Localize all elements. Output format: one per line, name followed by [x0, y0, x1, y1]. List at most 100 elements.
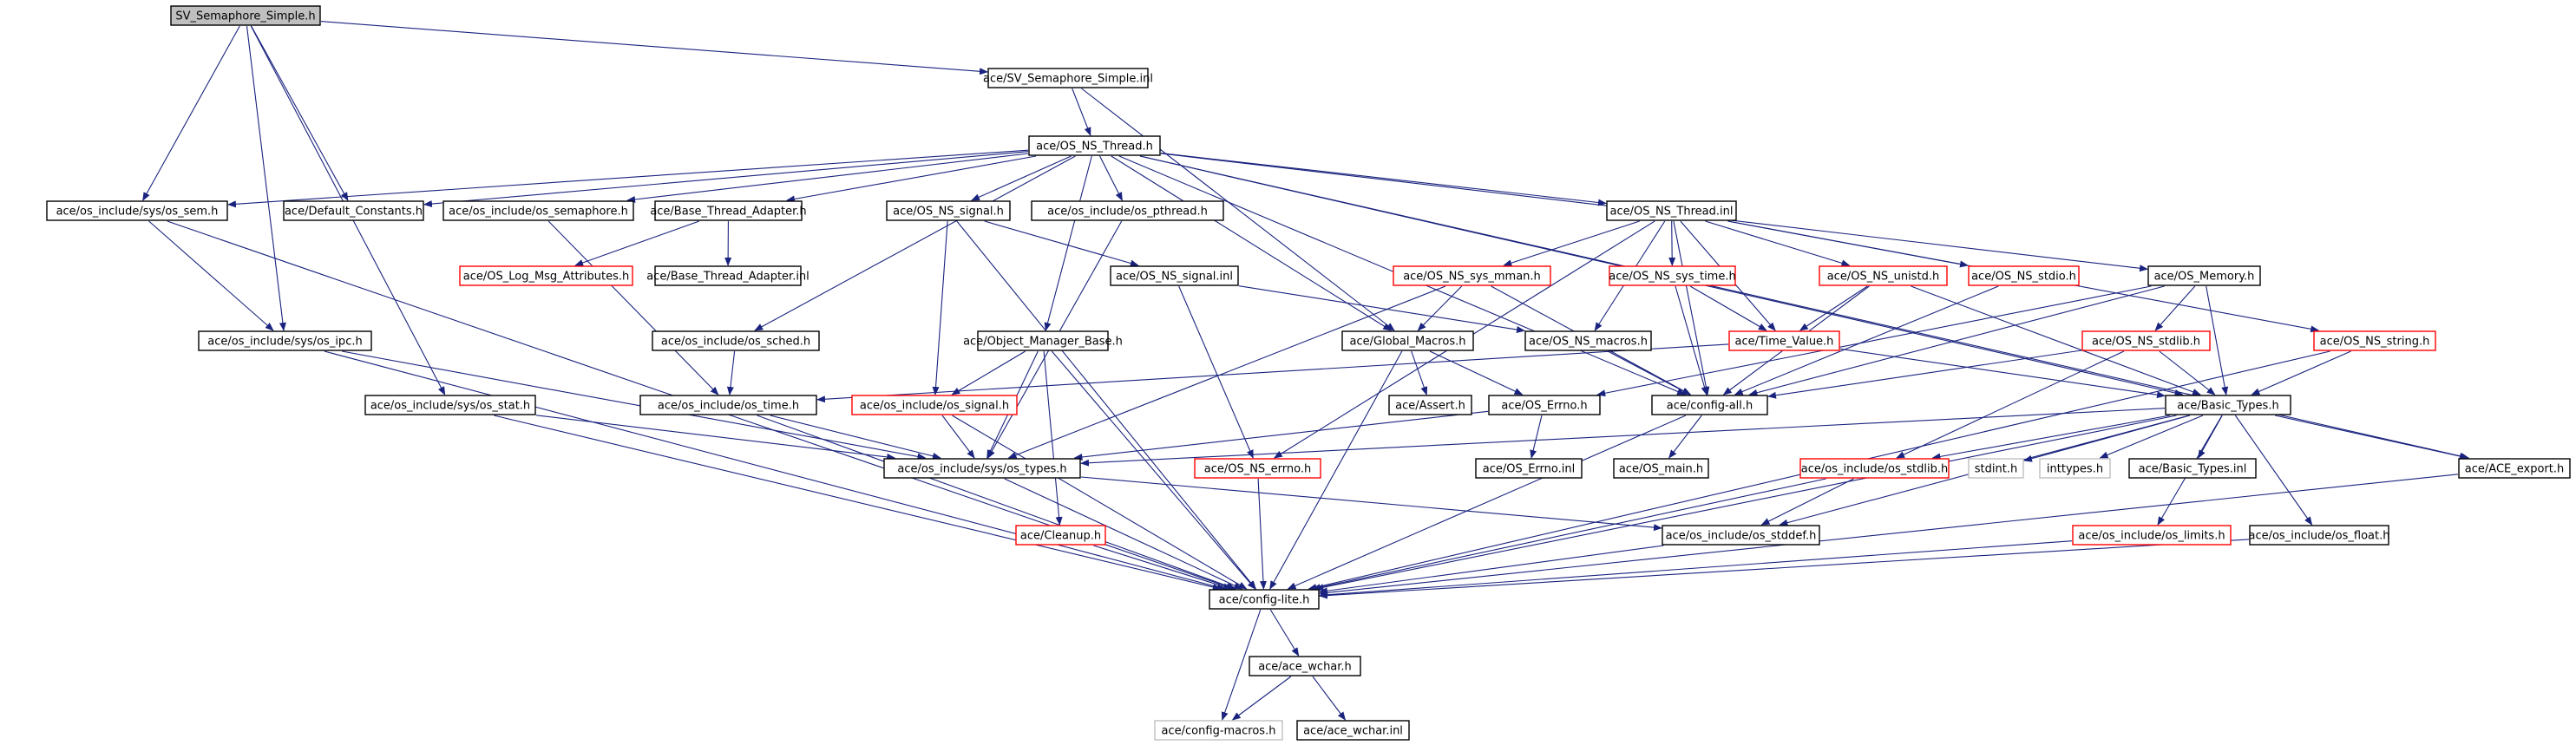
edge-nsstdlib-to-basictypes: [2159, 350, 2216, 395]
node-label-threadinl: ace/OS_NS_Thread.inl: [1609, 206, 1733, 219]
edge-thread-to-sched: [754, 155, 1076, 331]
node-configmacros[interactable]: ace/config-macros.h: [1154, 720, 1283, 741]
node-box-basictypes: [2165, 395, 2291, 415]
node-osmemory[interactable]: ace/OS_Memory.h: [2147, 265, 2261, 286]
node-label-configmacros: ace/config-macros.h: [1162, 725, 1276, 738]
edge-sysstat-to-configlite: [494, 415, 1222, 591]
node-sysmman[interactable]: ace/OS_NS_sys_mman.h: [1393, 265, 1551, 286]
node-basictypes[interactable]: ace/Basic_Types.h: [2165, 395, 2291, 415]
node-label-osstdlib: ace/os_include/os_stdlib.h: [1801, 463, 1948, 476]
node-label-ostime: ace/os_include/os_time.h: [658, 400, 799, 413]
node-root[interactable]: SV_Semaphore_Simple.h: [170, 5, 321, 26]
node-stddef[interactable]: ace/os_include/os_stddef.h: [1662, 525, 1820, 546]
edge-systypes-to-stddef: [1080, 476, 1662, 532]
node-systime[interactable]: ace/OS_NS_sys_time.h: [1609, 265, 1736, 286]
node-wcharinl[interactable]: ace/ace_wchar.inl: [1296, 720, 1410, 741]
node-box-ssinl: [987, 68, 1149, 88]
edge-threadinl-to-systime: [1668, 220, 1676, 266]
node-configall[interactable]: ace/config-all.h: [1651, 395, 1768, 415]
node-cleanup[interactable]: ace/Cleanup.h: [1015, 525, 1106, 546]
edge-threadinl-to-unistd: [1705, 220, 1851, 267]
edge-osmemory-to-oserrno: [1596, 285, 2152, 397]
edge-thread-to-nssignal: [971, 155, 1072, 201]
edge-osstdlib-to-configlite: [1311, 478, 1826, 591]
node-label-thread: ace/OS_NS_Thread.h: [1036, 141, 1153, 154]
edge-ossignal-to-systypes: [941, 415, 975, 459]
node-omb[interactable]: ace/Object_Manager_Base.h: [963, 330, 1123, 351]
node-ipc[interactable]: ace/os_include/sys/os_ipc.h: [198, 330, 372, 351]
node-label-unistd: ace/OS_NS_unistd.h: [1827, 271, 1940, 284]
node-label-omb: ace/Object_Manager_Base.h: [963, 336, 1123, 349]
node-thread[interactable]: ace/OS_NS_Thread.h: [1028, 135, 1161, 156]
edge-basictypes-to-stdint: [2023, 415, 2191, 462]
node-ssinl[interactable]: ace/SV_Semaphore_Simple.inl: [983, 68, 1153, 88]
node-sched[interactable]: ace/os_include/os_sched.h: [652, 330, 820, 351]
node-logmsg[interactable]: ace/OS_Log_Msg_Attributes.h: [459, 265, 633, 286]
edge-globalm-to-configlite: [1269, 350, 1403, 590]
edge-nsmacros-to-configall: [1607, 350, 1691, 395]
node-globalm[interactable]: ace/Global_Macros.h: [1341, 330, 1474, 351]
node-systypes[interactable]: ace/os_include/sys/os_types.h: [883, 458, 1081, 479]
edge-nsstring-to-basictypes: [2251, 350, 2351, 395]
node-configlite[interactable]: ace/config-lite.h: [1209, 589, 1320, 610]
node-aceexport[interactable]: ace/ACE_export.h: [2458, 458, 2571, 479]
edge-omb-to-configlite: [1051, 350, 1256, 590]
node-nsstring[interactable]: ace/OS_NS_string.h: [2313, 330, 2436, 351]
node-bta[interactable]: ace/Base_Thread_Adapter.h: [650, 200, 807, 221]
node-signalinl[interactable]: ace/OS_NS_signal.inl: [1110, 265, 1239, 286]
node-nserrno[interactable]: ace/OS_NS_errno.h: [1194, 458, 1321, 479]
edge-stddef-to-configlite: [1319, 545, 1664, 595]
node-box-errnoinl: [1475, 458, 1583, 479]
node-btainl[interactable]: ace/Base_Thread_Adapter.inl: [646, 265, 810, 286]
node-box-nsstdlib: [2081, 330, 2211, 351]
node-label-timevalue: ace/Time_Value.h: [1735, 336, 1834, 349]
node-label-btainl: ace/Base_Thread_Adapter.inl: [646, 271, 810, 284]
edge-omb-to-cleanup: [1043, 350, 1063, 526]
node-label-ossignal: ace/os_include/os_signal.h: [860, 400, 1009, 413]
node-ossema[interactable]: ace/os_include/os_semaphore.h: [442, 200, 634, 221]
node-label-root: SV_Semaphore_Simple.h: [175, 10, 315, 23]
node-nsmacros[interactable]: ace/OS_NS_macros.h: [1524, 330, 1652, 351]
node-sysstat[interactable]: ace/os_include/sys/os_stat.h: [364, 395, 536, 415]
node-oserrno[interactable]: ace/OS_Errno.h: [1488, 395, 1601, 415]
node-stdint[interactable]: stdint.h: [1968, 458, 2024, 479]
node-osstdlib[interactable]: ace/os_include/os_stdlib.h: [1799, 458, 1950, 479]
node-limits[interactable]: ace/os_include/os_limits.h: [2072, 525, 2232, 546]
node-ostime[interactable]: ace/os_include/os_time.h: [639, 395, 817, 415]
node-ossignal[interactable]: ace/os_include/os_signal.h: [851, 395, 1018, 415]
node-defconst[interactable]: ace/Default_Constants.h: [283, 200, 424, 221]
node-timevalue[interactable]: ace/Time_Value.h: [1728, 330, 1840, 351]
node-box-omb: [977, 330, 1109, 351]
edge-threadinl-to-sysmman: [1503, 220, 1640, 267]
edge-thread-to-ossema: [626, 153, 1029, 203]
edge-globalm-to-assert: [1411, 350, 1428, 395]
node-errnoinl[interactable]: ace/OS_Errno.inl: [1475, 458, 1583, 479]
node-label-btinl: ace/Basic_Types.inl: [2139, 463, 2247, 476]
node-stdio[interactable]: ace/OS_NS_stdio.h: [1968, 265, 2080, 286]
node-nsstdlib[interactable]: ace/OS_NS_stdlib.h: [2081, 330, 2211, 351]
node-box-thread: [1028, 135, 1161, 156]
edge-thread-to-omb: [1044, 155, 1092, 331]
node-unistd[interactable]: ace/OS_NS_unistd.h: [1819, 265, 1948, 286]
node-wchar[interactable]: ace/ace_wchar.h: [1249, 656, 1361, 676]
node-btinl[interactable]: ace/Basic_Types.inl: [2128, 458, 2257, 479]
edge-systime-to-configall: [1675, 285, 1708, 395]
node-sem[interactable]: ace/os_include/sys/os_sem.h: [46, 200, 228, 221]
node-assert[interactable]: ace/Assert.h: [1388, 395, 1472, 415]
node-float[interactable]: ace/os_include/os_float.h: [2248, 525, 2390, 546]
edge-bta-to-logmsg: [574, 220, 700, 266]
edge-thread-to-pthread: [1099, 155, 1123, 201]
node-osmain[interactable]: ace/OS_main.h: [1613, 458, 1709, 479]
node-threadinl[interactable]: ace/OS_NS_Thread.inl: [1606, 200, 1737, 221]
node-box-unistd: [1819, 265, 1948, 286]
node-nssignal[interactable]: ace/OS_NS_signal.h: [886, 200, 1011, 221]
edge-signalinl-to-nserrno: [1178, 285, 1254, 459]
edge-configall-to-osmain: [1668, 415, 1702, 459]
node-pthread[interactable]: ace/os_include/os_pthread.h: [1031, 200, 1224, 221]
edge-layer: [142, 21, 2470, 721]
edge-configlite-to-wchar: [1269, 609, 1300, 657]
node-box-sched: [652, 330, 820, 351]
node-inttypes[interactable]: inttypes.h: [2039, 458, 2111, 479]
node-label-sem: ace/os_include/sys/os_sem.h: [56, 206, 219, 219]
edge-limits-to-configlite: [1319, 540, 2073, 598]
